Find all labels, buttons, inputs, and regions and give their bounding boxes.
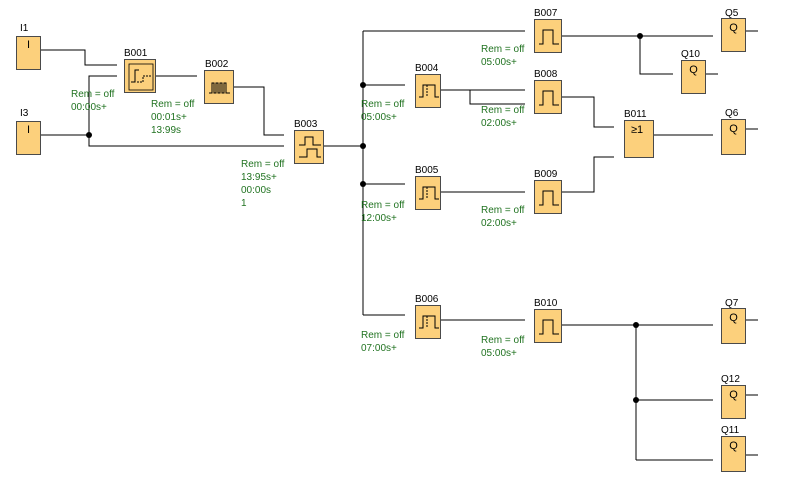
block-b004[interactable]	[415, 74, 441, 108]
output-q11[interactable]: Q	[721, 436, 746, 472]
junction-b010	[633, 322, 639, 328]
block-b002-param-2: 00:01s+	[151, 112, 187, 123]
output-q7[interactable]: Q	[721, 308, 746, 344]
block-b003[interactable]	[294, 130, 324, 164]
block-b008-param-1: Rem = off	[481, 105, 525, 116]
output-q6-label: Q6	[725, 108, 739, 119]
output-q12[interactable]: Q	[721, 385, 746, 419]
output-q12-label: Q12	[721, 374, 740, 385]
output-q10-symbol: Q	[689, 64, 698, 76]
output-q10[interactable]: Q	[681, 60, 706, 94]
on-delay-icon	[419, 315, 439, 329]
block-b011[interactable]: ≥1	[624, 120, 654, 158]
block-b001-param-2: 00:00s+	[71, 102, 107, 113]
block-b009-param-1: Rem = off	[481, 205, 525, 216]
junction-b007	[637, 33, 643, 39]
output-q6-symbol: Q	[729, 123, 738, 135]
output-q12-symbol: Q	[729, 389, 738, 401]
block-b008-label: B008	[534, 69, 558, 80]
block-b002[interactable]	[204, 70, 234, 104]
output-q7-label: Q7	[725, 298, 739, 309]
on-delay-icon	[419, 186, 439, 200]
pulse-generator-icon	[209, 82, 230, 94]
wire-b002-b003	[234, 86, 284, 136]
wire-i3-b001	[88, 75, 117, 135]
block-b001-label: B001	[124, 48, 148, 59]
output-q5-symbol: Q	[729, 22, 738, 34]
block-b007-label: B007	[534, 8, 558, 19]
on-off-delay-icon	[299, 136, 321, 158]
block-b005[interactable]	[415, 176, 441, 210]
block-b005-param-1: Rem = off	[361, 200, 405, 211]
block-b004-param-2: 05:00s+	[361, 112, 397, 123]
input-i1[interactable]: I	[16, 36, 41, 70]
input-i3[interactable]: I	[16, 121, 41, 155]
wire-i1-b001	[41, 49, 117, 66]
output-q5-label: Q5	[725, 8, 739, 19]
junction-i3	[86, 132, 92, 138]
block-b008-param-2: 02:00s+	[481, 118, 517, 129]
or-gate-icon: ≥1	[631, 124, 644, 136]
block-b006[interactable]	[415, 305, 441, 339]
junction-q12	[633, 397, 639, 403]
block-b001[interactable]	[124, 59, 156, 93]
pulse-icon	[539, 90, 559, 106]
block-b010[interactable]	[534, 309, 562, 343]
pulse-icon	[539, 319, 559, 335]
input-i1-label: I1	[20, 23, 29, 34]
junction-bus-b005	[360, 181, 366, 187]
wire-b009-b011	[562, 156, 614, 193]
block-b010-param-1: Rem = off	[481, 335, 525, 346]
block-b010-label: B010	[534, 298, 558, 309]
wire-b008-b011	[562, 96, 614, 128]
block-b009-label: B009	[534, 169, 558, 180]
block-b007-param-2: 05:00s+	[481, 57, 517, 68]
output-q5[interactable]: Q	[721, 18, 746, 52]
block-b002-param-1: Rem = off	[151, 99, 195, 110]
block-b011-label: B011	[624, 109, 647, 120]
output-q10-label: Q10	[681, 49, 700, 60]
block-b008[interactable]	[534, 80, 562, 114]
block-b003-param-1: Rem = off	[241, 159, 285, 170]
block-b006-param-1: Rem = off	[361, 330, 405, 341]
pulse-icon	[539, 190, 559, 206]
output-q11-label: Q11	[721, 425, 740, 436]
input-i1-symbol: I	[26, 39, 31, 51]
block-b003-param-4: 1	[241, 198, 247, 209]
output-q11-symbol: Q	[729, 440, 738, 452]
input-i3-label: I3	[20, 108, 29, 119]
block-b006-label: B006	[415, 294, 439, 305]
block-b005-label: B005	[415, 165, 439, 176]
wire-b008-in	[441, 89, 525, 105]
on-delay-icon	[419, 84, 439, 98]
block-b003-param-3: 00:00s	[241, 185, 272, 196]
block-b010-param-2: 05:00s+	[481, 348, 517, 359]
on-delay-icon	[128, 63, 154, 91]
block-b001-param-1: Rem = off	[71, 89, 115, 100]
block-b002-label: B002	[205, 59, 229, 70]
wire-b007-q10	[639, 36, 673, 75]
block-b002-param-3: 13:99s	[151, 125, 182, 136]
input-i3-symbol: I	[26, 124, 31, 136]
junction-bus-b003	[360, 143, 366, 149]
block-b004-label: B004	[415, 63, 439, 74]
block-b006-param-2: 07:00s+	[361, 343, 397, 354]
junction-bus-b004	[360, 82, 366, 88]
block-b005-param-2: 12:00s+	[361, 213, 397, 224]
pulse-icon	[539, 29, 559, 45]
block-b007[interactable]	[534, 19, 562, 53]
output-q7-symbol: Q	[729, 312, 738, 324]
block-b003-param-2: 13:95s+	[241, 172, 277, 183]
block-b003-label: B003	[294, 119, 318, 130]
block-b004-param-1: Rem = off	[361, 99, 405, 110]
output-q6[interactable]: Q	[721, 119, 746, 155]
block-b007-param-1: Rem = off	[481, 44, 525, 55]
wire-i3-b003	[88, 135, 284, 147]
block-b009[interactable]	[534, 180, 562, 214]
block-b009-param-2: 02:00s+	[481, 218, 517, 229]
